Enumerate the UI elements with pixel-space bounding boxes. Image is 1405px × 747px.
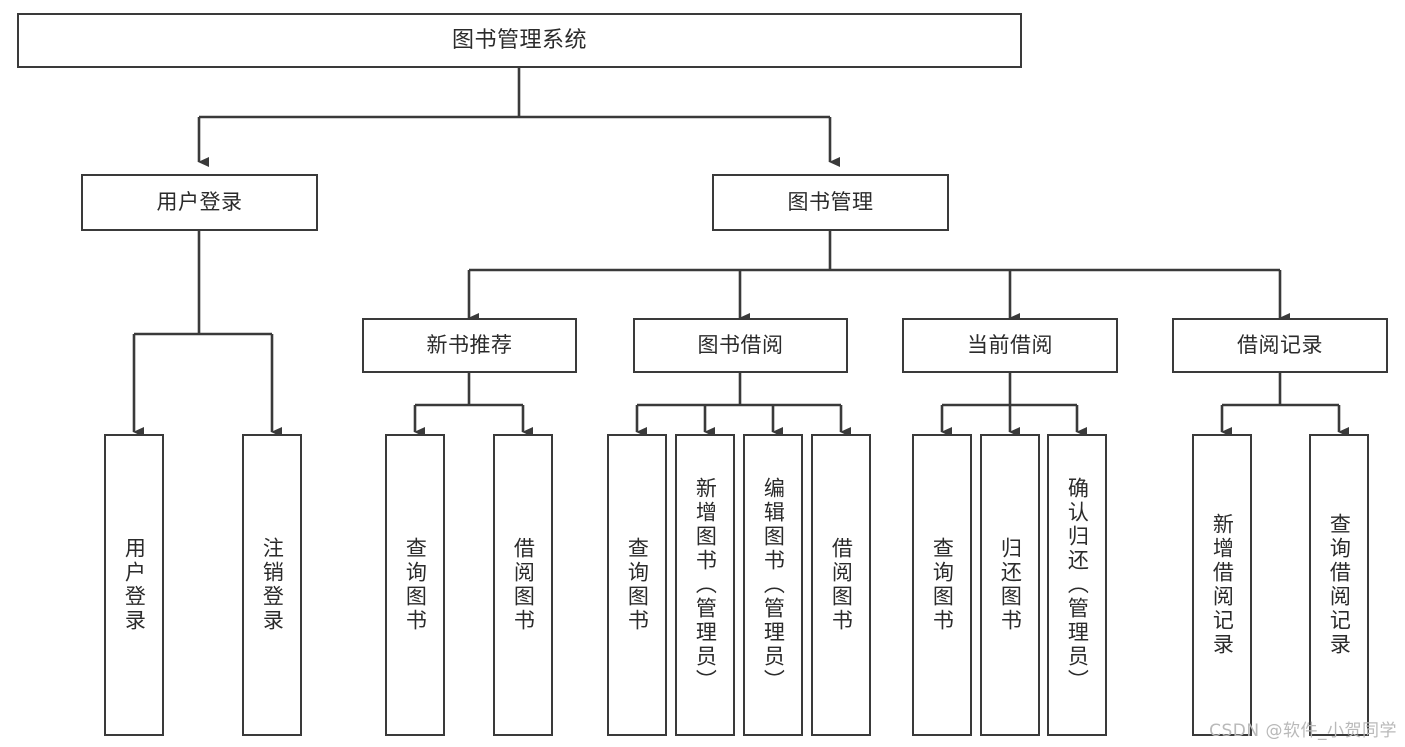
node-leaf-return-book[interactable]: 归还图书 [980,434,1040,736]
node-label: 借阅图书 [511,537,536,633]
node-label: 图书管理系统 [451,27,587,53]
node-leaf-query-book-3[interactable]: 查询图书 [912,434,972,736]
node-label: 借阅图书 [829,537,854,633]
node-user-login[interactable]: 用户登录 [81,174,318,231]
node-book-borrow[interactable]: 图书借阅 [633,318,848,373]
node-book-manage[interactable]: 图书管理 [712,174,949,231]
node-label: 归还图书 [998,537,1023,633]
node-label: 新书推荐 [426,333,513,358]
node-leaf-borrow-book-1[interactable]: 借阅图书 [493,434,553,736]
node-label: 查询图书 [930,537,955,633]
node-leaf-add-record[interactable]: 新增借阅记录 [1192,434,1252,736]
node-label: 确认归还（管理员） [1065,477,1090,693]
node-label: 图书管理 [787,190,874,215]
node-label: 图书借阅 [697,333,784,358]
node-label: 新增借阅记录 [1210,513,1235,657]
node-leaf-logout[interactable]: 注销登录 [242,434,302,736]
node-label: 借阅记录 [1237,333,1323,358]
node-label: 当前借阅 [967,333,1053,358]
node-leaf-confirm-return[interactable]: 确认归还（管理员） [1047,434,1107,736]
node-label: 用户登录 [122,537,147,633]
node-leaf-add-book[interactable]: 新增图书（管理员） [675,434,735,736]
node-leaf-edit-book[interactable]: 编辑图书（管理员） [743,434,803,736]
node-leaf-query-record[interactable]: 查询借阅记录 [1309,434,1369,736]
node-borrow-record[interactable]: 借阅记录 [1172,318,1388,373]
node-label: 查询借阅记录 [1327,513,1352,657]
node-leaf-borrow-book-2[interactable]: 借阅图书 [811,434,871,736]
node-current-borrow[interactable]: 当前借阅 [902,318,1118,373]
node-label: 注销登录 [260,537,285,633]
node-leaf-query-book-1[interactable]: 查询图书 [385,434,445,736]
node-label: 用户登录 [156,190,243,215]
node-label: 查询图书 [403,537,428,633]
node-leaf-query-book-2[interactable]: 查询图书 [607,434,667,736]
node-label: 新增图书（管理员） [693,477,718,693]
node-root-system[interactable]: 图书管理系统 [17,13,1022,68]
node-new-book-recommend[interactable]: 新书推荐 [362,318,577,373]
node-label: 查询图书 [625,537,650,633]
node-leaf-user-login[interactable]: 用户登录 [104,434,164,736]
node-label: 编辑图书（管理员） [761,477,786,693]
